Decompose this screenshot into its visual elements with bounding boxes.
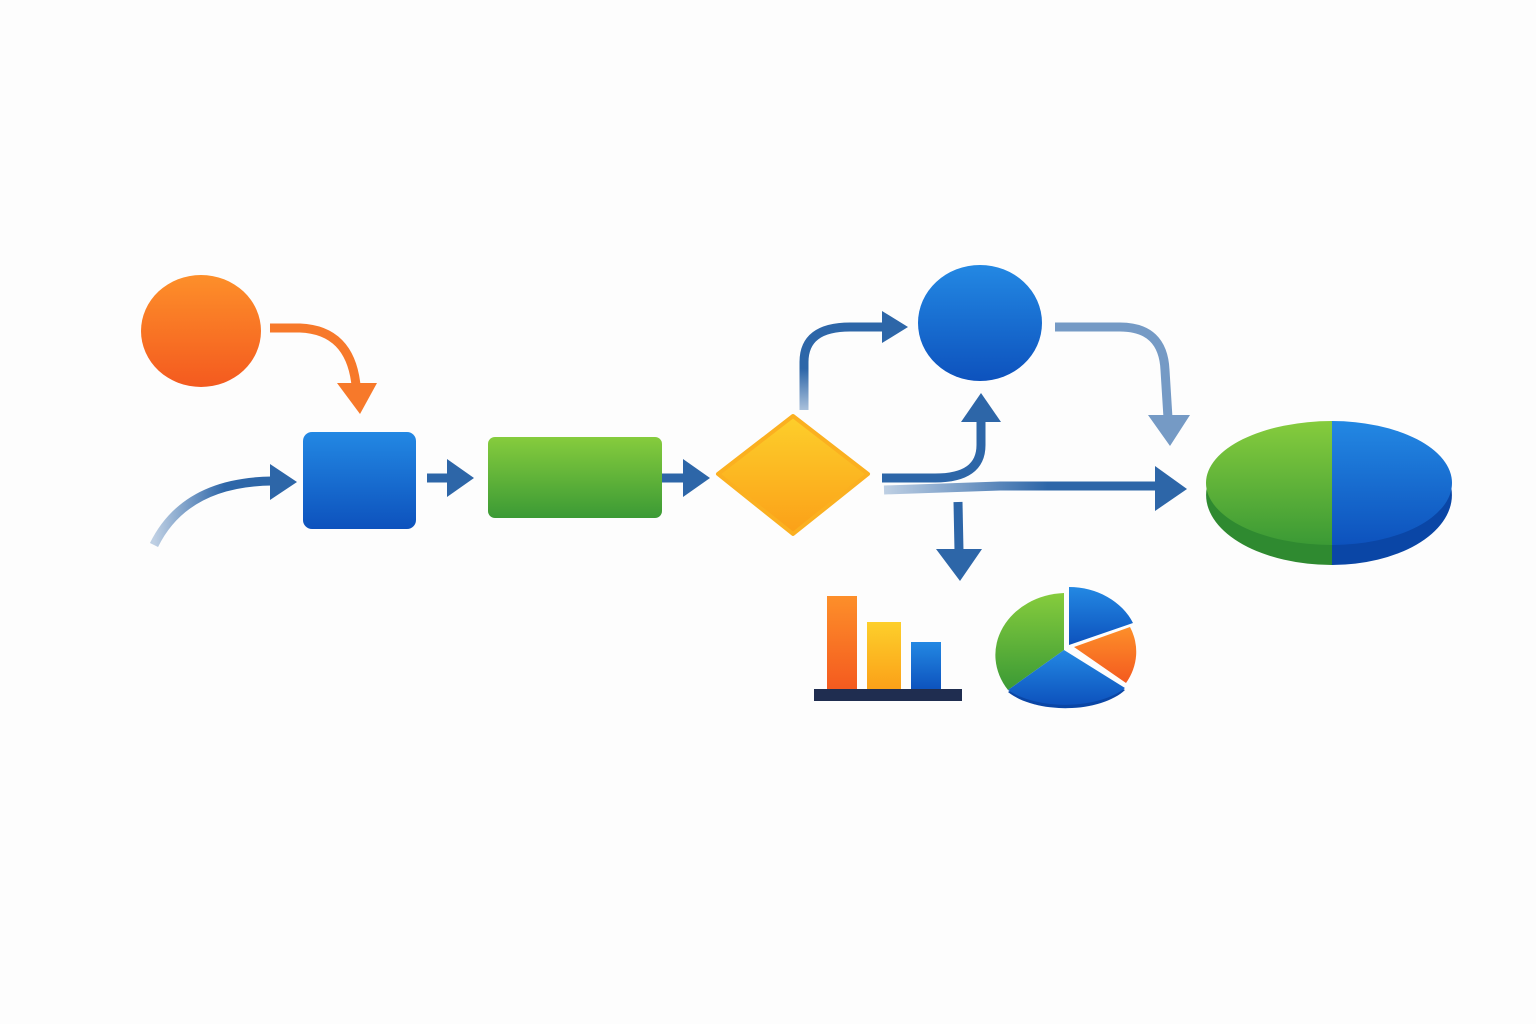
arrow-line — [883, 481, 1157, 495]
ellipse-blue-top — [1332, 421, 1452, 545]
arrow-line — [1055, 322, 1173, 419]
arrowhead-icon — [1155, 466, 1187, 511]
bar-chart-baseline — [814, 689, 962, 701]
arrowhead-icon — [337, 383, 377, 414]
arrowhead-icon — [882, 311, 908, 343]
ellipse-green-top — [1206, 421, 1332, 545]
arrow-line — [882, 420, 986, 483]
arrowhead-icon — [447, 459, 474, 497]
pie-slice-green — [995, 593, 1064, 690]
arrowhead-icon — [270, 464, 297, 500]
arrowhead-icon — [683, 459, 710, 497]
decision-node-yellow-diamond[interactable] — [716, 414, 870, 536]
arrow-line — [799, 322, 884, 410]
arrowhead-icon — [936, 549, 982, 581]
start-node-orange-circle[interactable] — [141, 275, 261, 387]
arrow-decision-to-circle-upper — [799, 311, 908, 410]
arrow-decision-to-charts — [936, 501, 982, 581]
arrowhead-icon — [1148, 415, 1190, 446]
pie-slice-blue — [1008, 650, 1125, 705]
arrow-line — [149, 476, 273, 548]
bar-chart-icon — [814, 596, 962, 701]
bar-blue — [911, 642, 941, 690]
bar-yellow — [867, 622, 901, 690]
result-node-split-ellipse[interactable] — [1206, 421, 1452, 565]
arrow-line — [270, 323, 361, 386]
arrow-line — [953, 501, 964, 552]
arrow-process2-to-decision — [662, 459, 710, 497]
bar-orange — [827, 596, 857, 690]
arrow-circle-to-result — [1055, 322, 1190, 446]
arrow-process1-to-process2 — [427, 459, 474, 497]
pie-chart-icon — [995, 587, 1137, 709]
process-node-blue-square[interactable] — [303, 432, 416, 529]
pie-slice-blue-exploded — [1069, 587, 1133, 645]
arrow-start-to-process — [270, 323, 377, 414]
pie-slice-orange — [1074, 627, 1137, 683]
branch-node-blue-circle[interactable] — [918, 265, 1042, 381]
arrowhead-icon — [961, 393, 1001, 422]
process-node-green-rectangle[interactable] — [488, 437, 662, 518]
arrow-incoming-to-process — [149, 464, 297, 548]
arrow-decision-to-circle-lower — [882, 393, 1001, 483]
arrow-decision-to-result — [883, 466, 1187, 511]
